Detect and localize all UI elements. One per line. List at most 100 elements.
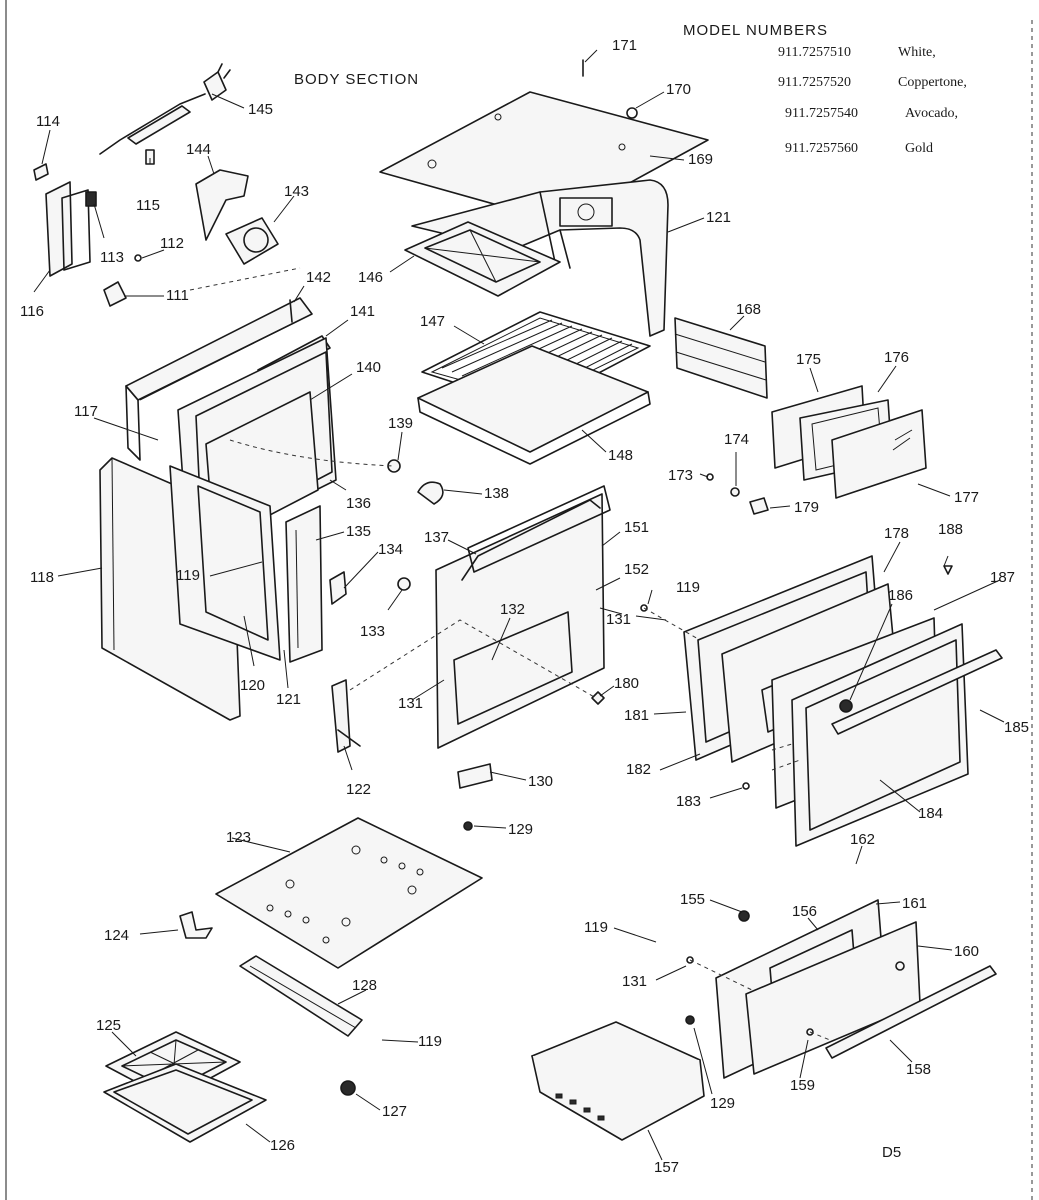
- drawer-small-parts: [685, 910, 905, 1036]
- label-179: 179: [794, 499, 819, 516]
- part-146-drip-tray: [404, 221, 561, 297]
- label-122: 122: [346, 781, 371, 798]
- label-173: 173: [668, 467, 693, 484]
- label-185: 185: [1004, 719, 1029, 736]
- label-113: 113: [100, 249, 124, 266]
- part-135-side-panel: [285, 505, 323, 663]
- part-184-door-outer: [791, 623, 969, 847]
- label-126: 126: [270, 1137, 295, 1154]
- part-123-oven-bottom: [215, 817, 483, 969]
- model-number-3: 911.7257540: [785, 106, 858, 121]
- part-128-drawer-rail: [239, 955, 363, 1037]
- small-parts-173-174-179: [706, 473, 769, 515]
- label-145: 145: [248, 101, 273, 118]
- label-118: 118: [30, 569, 54, 586]
- label-159: 159: [790, 1077, 815, 1094]
- label-127: 127: [382, 1103, 407, 1120]
- label-168: 168: [736, 301, 761, 318]
- parts-188-183-screws: [640, 565, 953, 790]
- part-152-door-seal: [461, 499, 601, 581]
- label-157: 157: [654, 1159, 679, 1176]
- label-175: 175: [796, 351, 821, 368]
- part-number-labels: 171 170 169 121 146 168 147 148 175 176 …: [20, 37, 1029, 1176]
- part-129-foot: [463, 821, 473, 831]
- parts-125-126-drip-bowl: [103, 1031, 267, 1143]
- label-111: 111: [166, 287, 189, 304]
- part-157-drawer-body: [531, 1021, 705, 1141]
- label-137: 137: [424, 529, 449, 546]
- label-146: 146: [358, 269, 383, 286]
- label-129-mid: 129: [508, 821, 533, 838]
- model-numbers-block: MODEL NUMBERS 911.7257510 White, 911.725…: [683, 22, 967, 156]
- page-code: D5: [882, 1144, 901, 1161]
- part-185-door-handle: [831, 649, 1003, 735]
- label-142: 142: [306, 269, 331, 286]
- model-number-4: 911.7257560: [785, 141, 858, 156]
- assembly-center-lines: [189, 267, 831, 1041]
- label-156: 156: [792, 903, 817, 920]
- model-numbers-heading: MODEL NUMBERS: [683, 22, 828, 39]
- label-152: 152: [624, 561, 649, 578]
- part-180-screw: [591, 691, 605, 705]
- label-136: 136: [346, 495, 371, 512]
- label-169: 169: [688, 151, 713, 168]
- label-188: 188: [938, 521, 963, 538]
- label-121-left: 121: [276, 691, 301, 708]
- label-114: 114: [36, 113, 60, 130]
- part-168-vent-bracket: [674, 317, 768, 399]
- parts-139-138-light: [387, 459, 444, 505]
- label-131-mid: 131: [398, 695, 423, 712]
- model-color-4: Gold: [905, 141, 933, 156]
- part-120-inner-panel: [169, 465, 281, 661]
- part-144-part-143-vent-duct: [195, 169, 279, 265]
- label-140: 140: [356, 359, 381, 376]
- leader-lines: [33, 49, 1005, 1161]
- parts-170-171-screws: [582, 59, 638, 119]
- label-123: 123: [226, 829, 251, 846]
- label-119-bottom: 119: [418, 1033, 442, 1050]
- label-138: 138: [484, 485, 509, 502]
- label-119-left: 119: [176, 567, 200, 584]
- model-number-1: 911.7257510: [778, 45, 851, 60]
- label-174: 174: [724, 431, 749, 448]
- label-133: 133: [360, 623, 385, 640]
- label-115: 115: [136, 197, 160, 214]
- label-183: 183: [676, 793, 701, 810]
- label-170: 170: [666, 81, 691, 98]
- label-182: 182: [626, 761, 651, 778]
- part-145-power-cord: [99, 63, 231, 155]
- part-127-foot: [340, 1080, 356, 1096]
- parts-111-112-bracket: [103, 254, 142, 307]
- label-148: 148: [608, 447, 633, 464]
- label-181: 181: [624, 707, 649, 724]
- label-134: 134: [378, 541, 403, 558]
- model-color-2: Coppertone,: [898, 75, 967, 90]
- label-139: 139: [388, 415, 413, 432]
- label-178: 178: [884, 525, 909, 542]
- label-176: 176: [884, 349, 909, 366]
- label-186: 186: [888, 587, 913, 604]
- label-151: 151: [624, 519, 649, 536]
- part-124-bracket: [179, 911, 213, 939]
- section-title: BODY SECTION: [294, 71, 419, 88]
- label-180: 180: [614, 675, 639, 692]
- part-121-range-top-frame: [411, 179, 669, 337]
- label-184: 184: [918, 805, 943, 822]
- part-158-drawer-trim: [825, 965, 997, 1059]
- label-117: 117: [74, 403, 98, 420]
- part-130-bracket: [457, 763, 493, 789]
- label-131-door: 131: [606, 611, 631, 628]
- part-117-back-panel: [125, 297, 313, 461]
- label-120: 120: [240, 677, 265, 694]
- label-141: 141: [350, 303, 375, 320]
- label-162: 162: [850, 831, 875, 848]
- label-158: 158: [906, 1061, 931, 1078]
- label-130: 130: [528, 773, 553, 790]
- label-147: 147: [420, 313, 445, 330]
- label-125: 125: [96, 1017, 121, 1034]
- label-187: 187: [990, 569, 1015, 586]
- label-121-top: 121: [706, 209, 731, 226]
- part-177-outer-glass: [831, 409, 927, 499]
